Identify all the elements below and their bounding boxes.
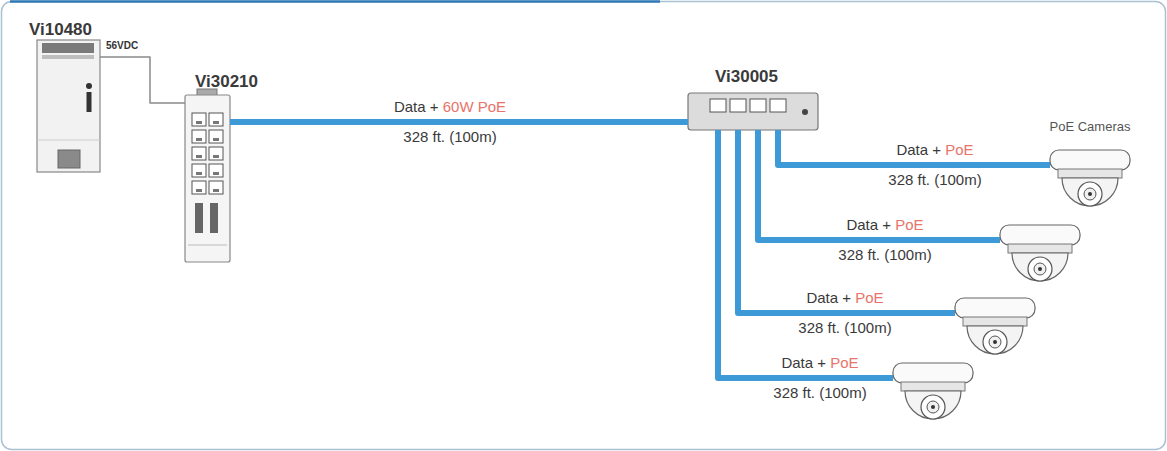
ethernet-cable	[778, 130, 1050, 165]
device-name: Vi30210	[195, 72, 258, 92]
poe-text: 60W PoE	[443, 98, 506, 115]
device-name: Vi30005	[715, 67, 778, 87]
poe-text: PoE	[945, 141, 973, 158]
distance-label: 328 ft. (100m)	[796, 319, 893, 337]
camera-box	[955, 295, 1035, 365]
dome-camera	[1050, 150, 1130, 206]
device-name: Vi10480	[29, 20, 92, 40]
data-text: Data +	[781, 354, 830, 371]
poe-extender-switch	[688, 93, 818, 130]
data-text: Data +	[806, 289, 855, 306]
link-label: Data + PoE	[894, 141, 975, 159]
link-label: Data + PoE	[779, 354, 860, 372]
voltage-label: 56VDC	[104, 40, 140, 52]
distance-label: 328 ft. (100m)	[836, 246, 933, 264]
distance-label: 328 ft. (100m)	[771, 384, 868, 402]
camera-box: PoE Cameras	[1050, 147, 1130, 217]
data-text: Data +	[896, 141, 945, 158]
link-label: Data + PoE	[804, 289, 885, 307]
industrial-switch	[185, 89, 230, 262]
poe-text: PoE	[855, 289, 883, 306]
dome-camera	[893, 363, 973, 419]
link-label: Data + PoE	[844, 216, 925, 234]
power-supply	[37, 40, 100, 172]
power-wire	[100, 57, 185, 103]
poe-text: PoE	[830, 354, 858, 371]
frame-accent	[10, 0, 660, 3]
power-supply-box: Vi10480	[37, 40, 100, 172]
poe-text: PoE	[895, 216, 923, 233]
switch-box: Vi30005	[688, 93, 818, 130]
group-label: PoE Cameras	[1050, 119, 1131, 134]
data-text: Data +	[846, 216, 895, 233]
ethernet-cable	[230, 119, 688, 125]
distance-label: 328 ft. (100m)	[401, 128, 498, 146]
dome-camera	[955, 298, 1035, 354]
distance-label: 328 ft. (100m)	[886, 171, 983, 189]
switch-box: Vi30210	[185, 95, 230, 262]
dome-camera	[1000, 225, 1080, 281]
camera-box	[1000, 222, 1080, 292]
link-label: Data + 60W PoE	[392, 98, 508, 116]
camera-box	[893, 360, 973, 430]
ethernet-cable	[738, 130, 955, 313]
data-text: Data +	[394, 98, 443, 115]
ethernet-cable	[758, 130, 1000, 240]
